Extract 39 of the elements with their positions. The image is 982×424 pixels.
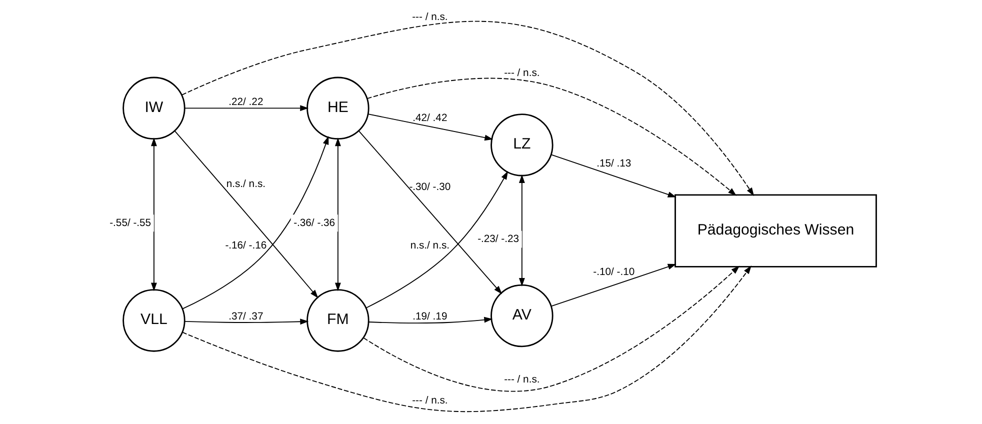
node-circle: IW — [122, 76, 185, 140]
edge-label: n.s./ n.s. — [410, 240, 450, 252]
edge-label: .15/ .13 — [596, 158, 631, 170]
edge-label: --- / n.s. — [412, 12, 448, 24]
arrow — [184, 105, 308, 112]
edge-label: n.s./ n.s. — [226, 179, 266, 190]
arrow — [180, 20, 754, 196]
arrow — [550, 264, 676, 307]
arrow — [365, 171, 508, 308]
arrow — [366, 78, 736, 196]
edge-label: -.10/ -.10 — [592, 266, 634, 278]
arrow — [367, 114, 493, 141]
node-circle: VLL — [122, 289, 185, 352]
edge-label: --- / n.s. — [412, 395, 448, 406]
edge-label: .42/ .42 — [412, 113, 447, 124]
arrow — [174, 130, 318, 298]
edge-label: -.55/ -.55 — [109, 218, 151, 229]
node-circle: HE — [306, 76, 369, 140]
edge-label: -.30/ -.30 — [408, 182, 450, 194]
node-box: Pädagogisches Wissen — [674, 194, 876, 268]
edge-label: .22/ .22 — [228, 97, 263, 108]
arrow — [518, 174, 524, 286]
edge-label: -.23/ -.23 — [477, 234, 519, 245]
edge-label: -.36/ -.36 — [293, 218, 335, 229]
arrow — [362, 266, 740, 392]
edge-label: --- / n.s. — [504, 374, 540, 386]
arrow — [550, 154, 676, 198]
edge-label: .37/ .37 — [228, 311, 263, 322]
arrow — [181, 266, 751, 412]
arrow — [182, 136, 328, 310]
edge-label: .19/ .19 — [412, 311, 447, 322]
node-circle: LZ — [490, 114, 553, 176]
arrow — [184, 318, 308, 325]
edge-label: --- / n.s. — [504, 68, 540, 79]
edge-label: -.16/ -.16 — [224, 240, 266, 252]
arrow — [368, 316, 492, 324]
arrow — [358, 130, 502, 294]
arrow — [150, 138, 156, 292]
arrow — [334, 138, 340, 292]
